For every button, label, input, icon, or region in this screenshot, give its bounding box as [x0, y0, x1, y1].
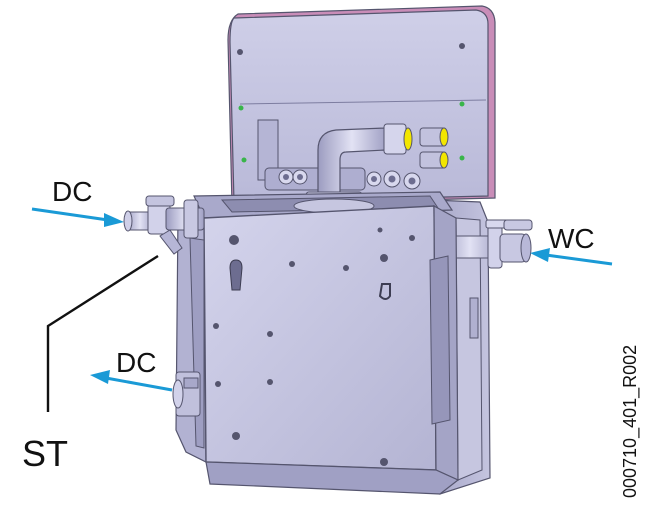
dc-inlet-valve [123, 195, 205, 255]
figure-id-label: 000710_401_R002 [620, 345, 641, 498]
wc-inlet-label: WC [548, 223, 595, 254]
strainer-label: ST [22, 433, 68, 474]
keyhole-slot [229, 235, 243, 291]
fittings-row [278, 169, 421, 190]
green-marker [459, 155, 465, 161]
green-marker [238, 105, 244, 111]
dc-outlet-arrow [90, 370, 173, 392]
left-housing [172, 213, 207, 463]
control-panel [227, 5, 496, 219]
front-panel [203, 204, 460, 495]
dc-inlet-label: DC [52, 176, 92, 207]
keyhole-slot [378, 254, 391, 300]
green-marker [459, 101, 465, 107]
strainer-leader-line [46, 254, 159, 412]
green-marker [241, 157, 247, 163]
wc-inlet-arrow [530, 248, 613, 266]
flow-arrows [31, 207, 613, 392]
screw-holes [213, 227, 415, 466]
dc-inlet-arrow [31, 207, 124, 227]
dc-outlet-label: DC [116, 347, 156, 378]
strainer-body [159, 229, 183, 255]
